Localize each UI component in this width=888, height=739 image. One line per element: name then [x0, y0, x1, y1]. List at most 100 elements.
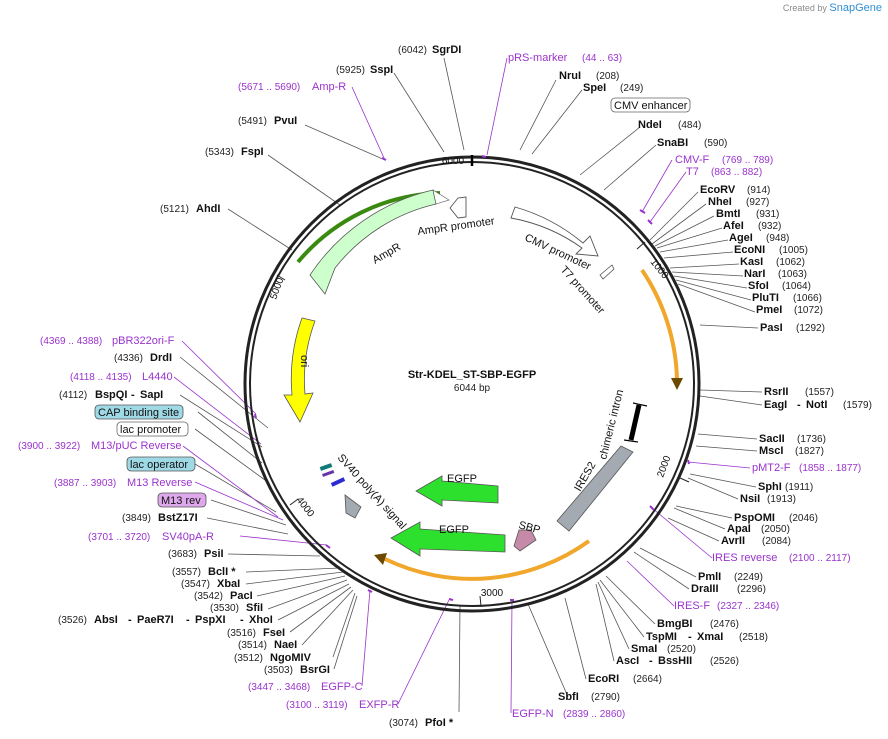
site-name: PfoI *	[425, 717, 454, 729]
site-pos: (1579)	[843, 400, 872, 411]
ampr-promoter-arrow[interactable]	[449, 196, 467, 219]
site-name: EcoRI	[588, 673, 619, 685]
site-name: EagI	[764, 399, 787, 411]
orange-arc-right	[640, 268, 679, 381]
site-name: SfiI	[246, 602, 263, 614]
site-pos: (2084)	[762, 536, 791, 547]
site-pos: (2050)	[761, 524, 790, 535]
sv40-polya-block[interactable]	[344, 494, 362, 519]
site-name: BmtI	[716, 208, 740, 220]
primer-name: EGFP-C	[321, 681, 363, 693]
boxed-cmv-enhancer[interactable]: CMV enhancer	[610, 97, 691, 113]
boxed-cap-binding-site[interactable]: CAP binding site	[94, 404, 184, 420]
site-name: BsrGI	[300, 664, 330, 676]
label-egfp-2: EGFP	[439, 524, 469, 536]
site-pos: (3514)	[238, 640, 267, 651]
svg-text:-: -	[186, 614, 190, 626]
site-name: FspI	[241, 146, 264, 158]
primer-name: Amp-R	[312, 81, 346, 93]
watermark-brand: SnapGene	[829, 2, 882, 14]
small-feature-blue	[330, 477, 346, 487]
chimeric-intron-bar[interactable]	[628, 404, 642, 441]
site-name: BssHII	[658, 655, 692, 667]
site-pos: (4336)	[114, 353, 143, 364]
tick-3000: 3000	[481, 588, 504, 599]
ampr-arrow[interactable]	[309, 189, 437, 295]
primer-range: (3900 .. 3922)	[18, 441, 80, 452]
primer-name: T7	[686, 166, 699, 178]
site-pos: (3849)	[122, 513, 151, 524]
primer-name: EGFP-N	[512, 708, 554, 720]
site-name: PspXI	[195, 614, 226, 626]
leader-lines	[179, 57, 763, 713]
site-name: FseI	[263, 627, 285, 639]
ires2-block[interactable]	[556, 445, 634, 532]
site-pos: (1557)	[805, 387, 834, 398]
site-name: PluTI	[752, 292, 779, 304]
primer-name: CMV-F	[675, 154, 710, 166]
primer-range: (5671 .. 5690)	[238, 82, 300, 93]
primer-name: pMT2-F	[752, 462, 791, 474]
site-pos: (931)	[756, 209, 779, 220]
site-name: SgrDI	[432, 44, 461, 56]
site-pos: (1913)	[767, 494, 796, 505]
watermark-prefix: Created by	[782, 3, 827, 13]
boxed-lac-promoter[interactable]: lac promoter	[116, 421, 189, 437]
site-name: PspOMI	[734, 512, 775, 524]
site-name: BstZ17I	[158, 512, 198, 524]
site-name: SbfI	[558, 691, 579, 703]
site-pos: (2296)	[737, 584, 766, 595]
site-pos: (2518)	[739, 632, 768, 643]
plasmid-name: Str-KDEL_ST-SBP-EGFP	[408, 369, 536, 381]
svg-text:-: -	[649, 655, 653, 667]
site-name: KasI	[740, 256, 763, 268]
cmv-promoter-arrow[interactable]	[510, 206, 599, 257]
site-pos: (6042)	[398, 45, 427, 56]
site-name: AbsI	[94, 614, 118, 626]
site-pos: (3530)	[210, 603, 239, 614]
site-name: NdeI	[638, 119, 662, 131]
svg-text:-: -	[797, 399, 801, 411]
site-name: SapI	[140, 389, 163, 401]
primer-range: (3100 .. 3119)	[286, 700, 348, 711]
site-pos: (249)	[620, 83, 643, 94]
boxed-m13-rev[interactable]: M13 rev	[157, 492, 207, 508]
site-pos: (932)	[758, 221, 781, 232]
primer-name: pBR322ori-F	[112, 335, 175, 347]
site-pos: (914)	[747, 185, 770, 196]
site-pos: (3503)	[264, 665, 293, 676]
site-name: PmeI	[756, 304, 782, 316]
label-ampr-promoter: AmpR promoter	[417, 215, 496, 238]
primer-name: M13/pUC Reverse	[91, 440, 181, 452]
snapgene-watermark: Created by SnapGene	[783, 2, 882, 14]
egfp-arrow-2[interactable]	[390, 521, 506, 557]
site-name: SacII	[759, 433, 785, 445]
site-pos: (1736)	[797, 434, 826, 445]
svg-text:CMV enhancer: CMV enhancer	[614, 100, 688, 112]
boxed-lac-operator[interactable]: lac operator	[126, 456, 196, 472]
primer-range: (3887 .. 3903)	[54, 478, 116, 489]
feature-layer	[283, 189, 683, 581]
ori-arrow[interactable]	[283, 317, 316, 423]
site-pos: (2249)	[734, 572, 763, 583]
sbp-arrow[interactable]	[513, 529, 537, 552]
tick-4000: 4000	[294, 495, 317, 520]
plasmid-length: 6044 bp	[454, 383, 491, 394]
site-pos: (1005)	[779, 245, 808, 256]
site-name: PmlI	[698, 571, 721, 583]
primer-name: EXFP-R	[359, 699, 399, 711]
site-name: AscI	[616, 655, 639, 667]
site-name: NsiI	[740, 493, 760, 505]
site-name: SfoI	[748, 280, 769, 292]
site-name: XmaI	[697, 631, 723, 643]
t7-promoter-arrow[interactable]	[599, 264, 615, 280]
egfp-arrow-1[interactable]	[415, 475, 499, 507]
primer-range: (3701 .. 3720)	[88, 532, 150, 543]
site-pos: (208)	[596, 71, 619, 82]
site-pos: (3526)	[58, 615, 87, 626]
site-pos: (5121)	[160, 204, 189, 215]
site-name: SnaBI	[657, 137, 688, 149]
site-pos: (3074)	[389, 718, 418, 729]
svg-text:-: -	[240, 614, 244, 626]
